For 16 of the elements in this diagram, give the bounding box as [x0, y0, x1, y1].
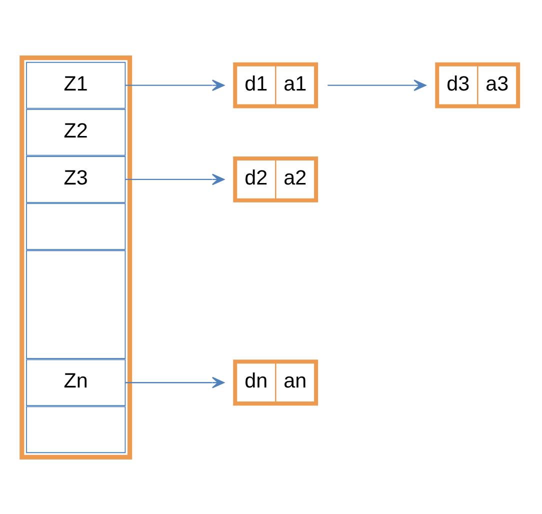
- cluster: [20, 54, 132, 460]
- node-box: d2 a2: [233, 156, 318, 202]
- arrow: [328, 79, 426, 91]
- node-box: d1 a1: [233, 62, 318, 108]
- node-box: [26, 250, 126, 358]
- node-box: d3 a3: [435, 62, 520, 108]
- node-box: Z2: [26, 108, 126, 156]
- node-box: [26, 406, 126, 453]
- arrow: [125, 79, 224, 91]
- node-box: Z1: [26, 61, 126, 108]
- node-box: Zn: [26, 358, 126, 406]
- arrow: [125, 173, 224, 185]
- arrow: [125, 376, 224, 388]
- node-box: [26, 202, 126, 250]
- node-box: Z3: [26, 156, 126, 202]
- node-box: dn an: [233, 359, 318, 406]
